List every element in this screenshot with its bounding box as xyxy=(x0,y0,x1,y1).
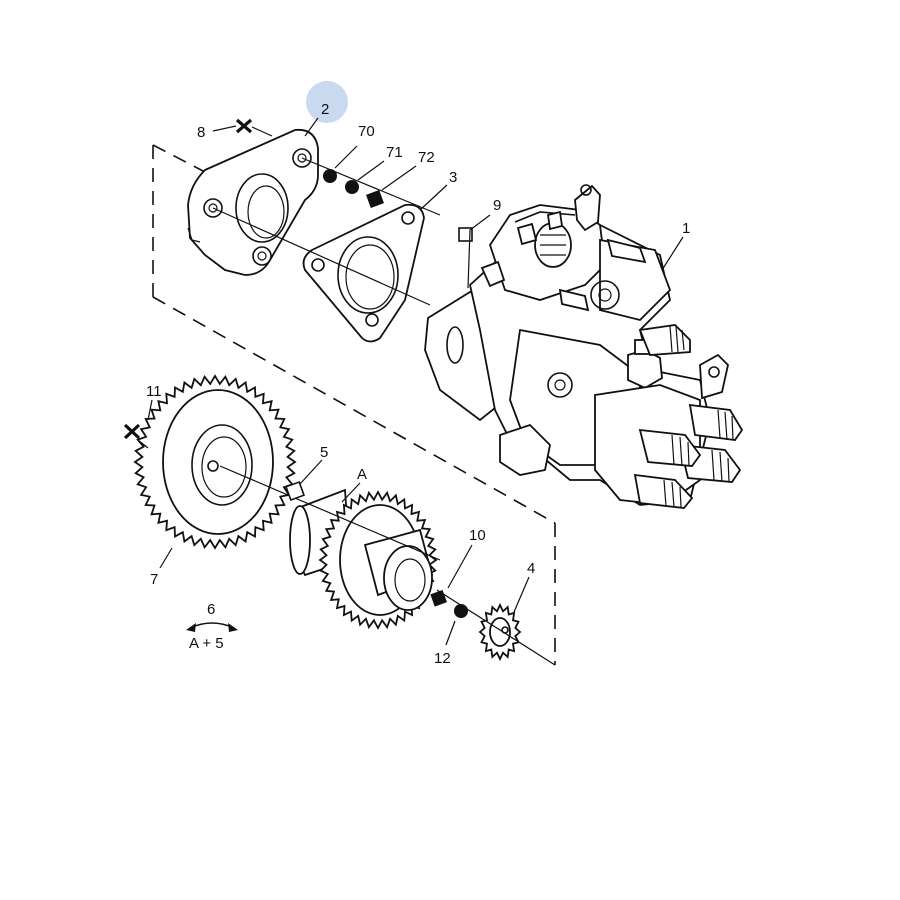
part-labels: 2 8 70 71 72 3 9 1 11 5 A 10 4 7 6 A + 5… xyxy=(146,101,690,667)
label-6: 6 xyxy=(207,601,215,618)
mounting-flange[interactable] xyxy=(187,128,319,276)
label-A: A xyxy=(357,466,367,483)
label-71: 71 xyxy=(386,144,403,161)
square-key-10[interactable] xyxy=(430,589,447,607)
label-9: 9 xyxy=(493,197,501,214)
cross-marker-8[interactable] xyxy=(235,118,253,134)
label-3: 3 xyxy=(449,169,457,186)
large-gear[interactable] xyxy=(133,374,297,550)
label-2: 2 xyxy=(321,101,329,118)
label-11: 11 xyxy=(146,383,162,400)
label-4: 4 xyxy=(527,560,535,577)
label-72: 72 xyxy=(418,149,435,166)
cross-marker-11[interactable] xyxy=(123,423,141,440)
selected-part-highlight xyxy=(306,81,348,123)
square-9[interactable] xyxy=(458,227,473,242)
label-A-plus-5: A + 5 xyxy=(189,635,224,652)
ball-70[interactable] xyxy=(323,169,337,183)
alignment-axis-lines xyxy=(212,157,556,666)
leader-lines xyxy=(137,117,684,646)
delivery-outlets xyxy=(633,324,744,509)
label-1: 1 xyxy=(682,220,690,237)
label-12: 12 xyxy=(434,650,451,667)
label-5: 5 xyxy=(320,444,328,461)
assembly-boundary xyxy=(152,144,556,665)
small-gear[interactable] xyxy=(478,602,522,662)
intermediate-shaft-gear[interactable] xyxy=(289,488,438,630)
label-10: 10 xyxy=(469,527,486,544)
injection-pump[interactable] xyxy=(424,184,744,509)
square-5[interactable] xyxy=(285,481,305,501)
ball-12[interactable] xyxy=(454,604,468,618)
gasket[interactable] xyxy=(302,203,425,343)
ball-71[interactable] xyxy=(345,180,359,194)
label-8: 8 xyxy=(197,124,205,141)
top-studs xyxy=(480,210,647,312)
label-7: 7 xyxy=(150,571,158,588)
square-key-72[interactable] xyxy=(366,190,384,208)
label-70: 70 xyxy=(358,123,375,140)
